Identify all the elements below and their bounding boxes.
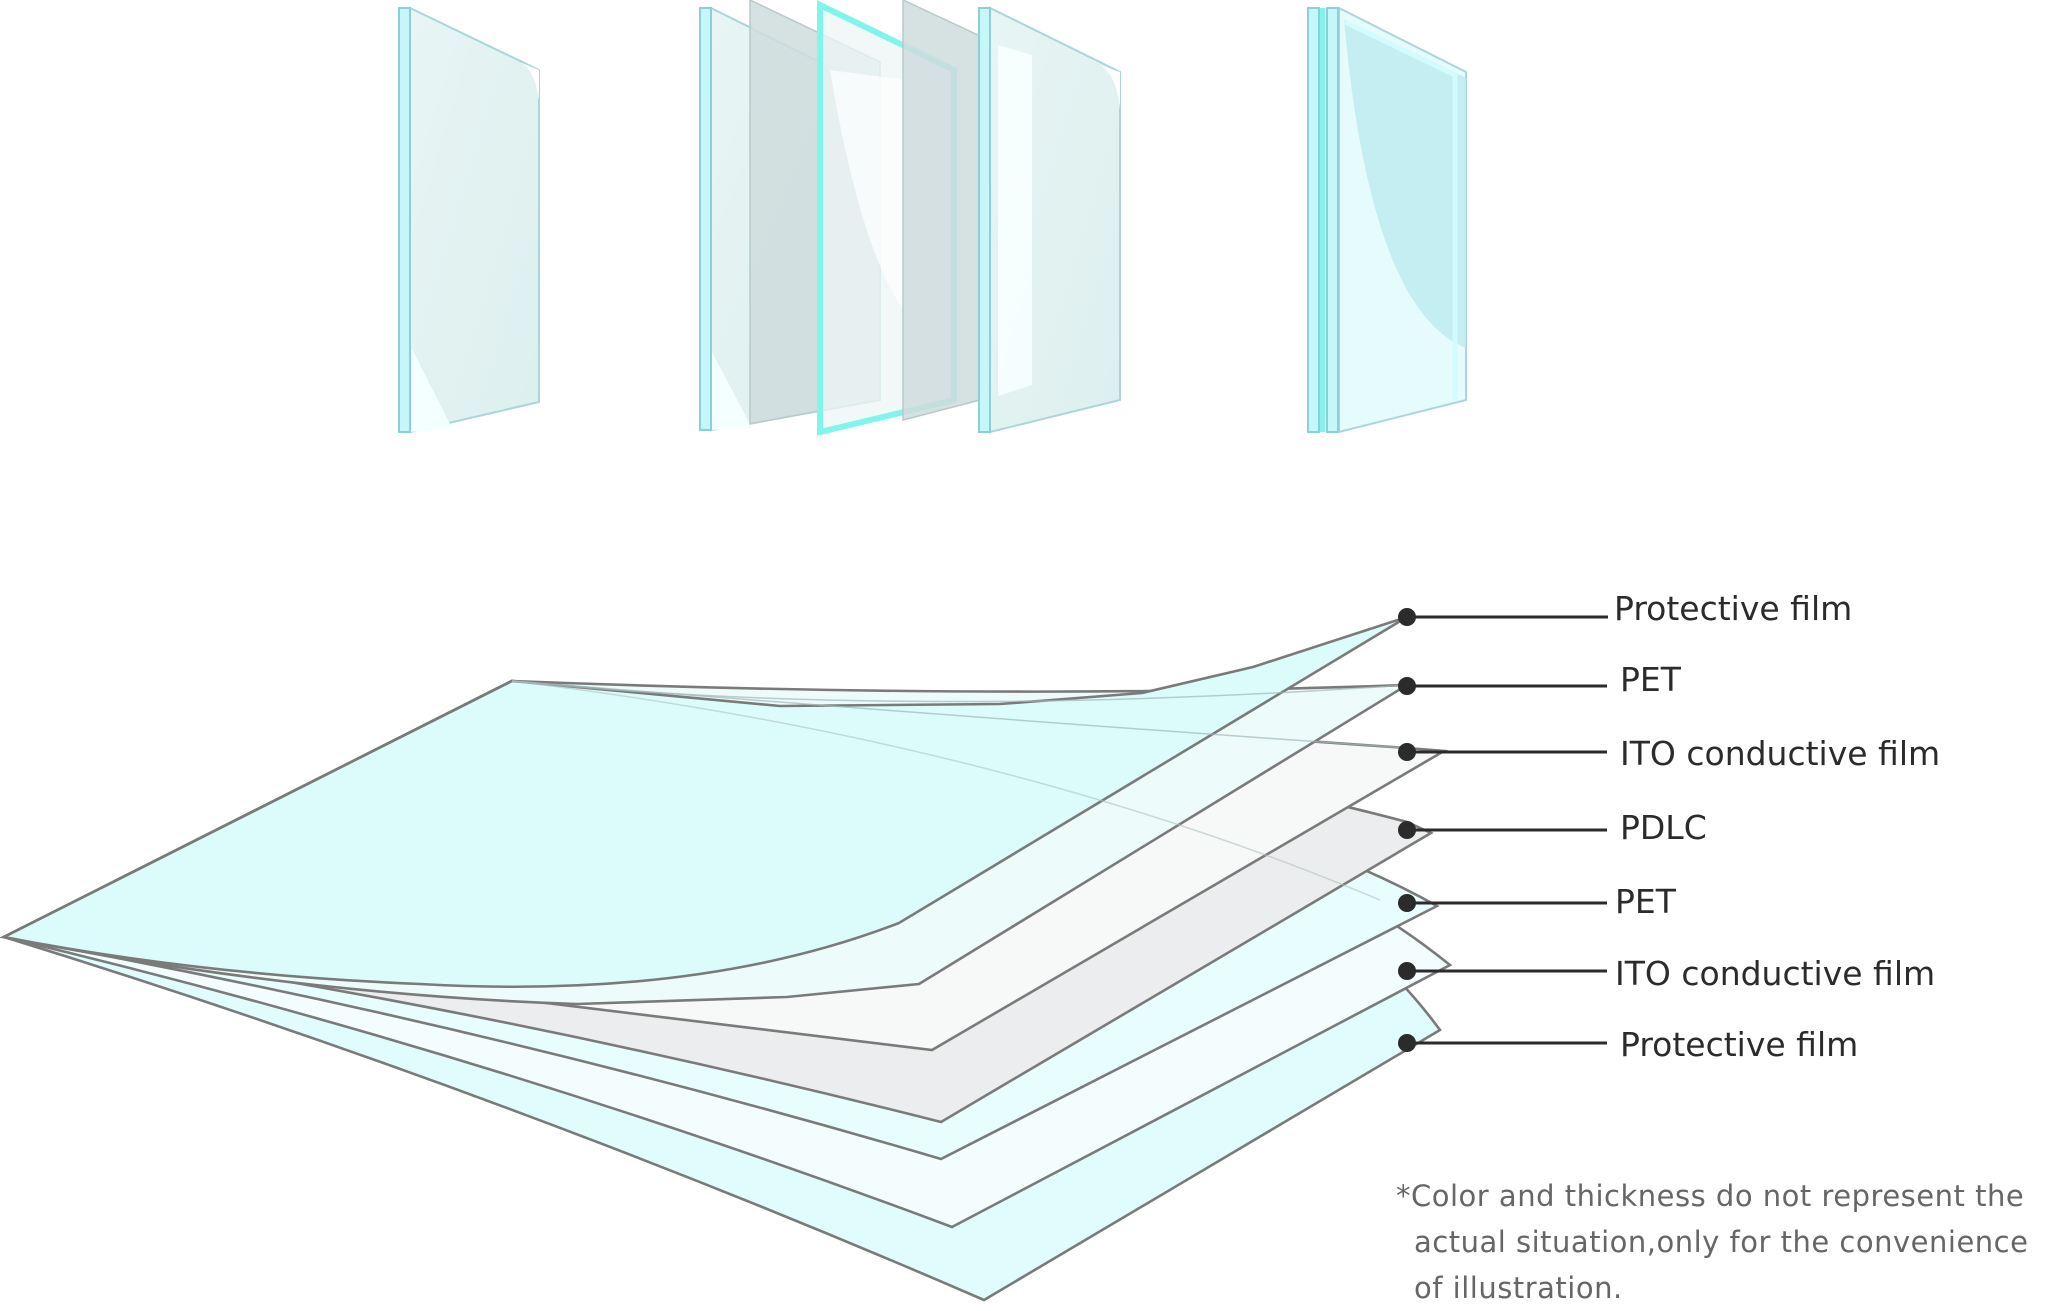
leader-dot <box>1398 894 1416 912</box>
glass-edge <box>978 7 991 433</box>
glass-edge <box>1307 7 1320 433</box>
label-protective-film-top: Protective film <box>1614 589 1853 628</box>
label-pet-top: PET <box>1620 660 1681 699</box>
glass-highlight <box>1100 65 1120 110</box>
label-pdlc: PDLC <box>1620 808 1707 847</box>
label-protective-film-bottom: Protective film <box>1620 1025 1859 1064</box>
layer-protective-film-top <box>0 615 1408 989</box>
sheet-edge-hint <box>511 680 1381 901</box>
glass-highlight <box>711 350 752 430</box>
leader-lines <box>1398 608 1608 1052</box>
sheet-edge-hint <box>511 680 1408 749</box>
glass-edge <box>1326 7 1339 433</box>
leader-dot <box>1398 743 1416 761</box>
note-line-2: actual situation,only for the convenienc… <box>1414 1225 2029 1259</box>
glass-highlight <box>410 345 452 432</box>
glass-face <box>409 6 540 434</box>
glass-edge <box>398 7 411 433</box>
film-layer-stack <box>0 615 1453 1302</box>
glass-highlight <box>522 63 539 100</box>
note-line-1: *Color and thickness do not represent th… <box>1396 1179 2025 1213</box>
glass-inner-border <box>1343 19 1458 400</box>
leader-dot <box>1398 677 1416 695</box>
note-line-3: of illustration. <box>1414 1271 1623 1305</box>
leader-dot <box>1398 821 1416 839</box>
exploded-laminated-glass <box>699 0 1121 436</box>
single-glass-pane <box>398 6 540 434</box>
glass-edge <box>699 7 712 431</box>
glass-tint <box>1344 20 1466 348</box>
disclaimer-note: *Color and thickness do not represent th… <box>1396 1173 2056 1311</box>
pdlc-edge <box>1320 8 1325 432</box>
leader-dot <box>1398 962 1416 980</box>
label-ito-film-top: ITO conductive film <box>1620 734 1941 773</box>
leader-dot <box>1398 608 1416 626</box>
assembled-laminated-glass <box>1307 6 1467 434</box>
glass-highlight <box>830 70 905 312</box>
label-ito-film-bottom: ITO conductive film <box>1615 954 1936 993</box>
label-pet-bottom: PET <box>1615 882 1676 921</box>
interlayer-sheet <box>902 0 981 421</box>
leader-dot <box>1398 1034 1416 1052</box>
glass-highlight <box>998 45 1032 396</box>
